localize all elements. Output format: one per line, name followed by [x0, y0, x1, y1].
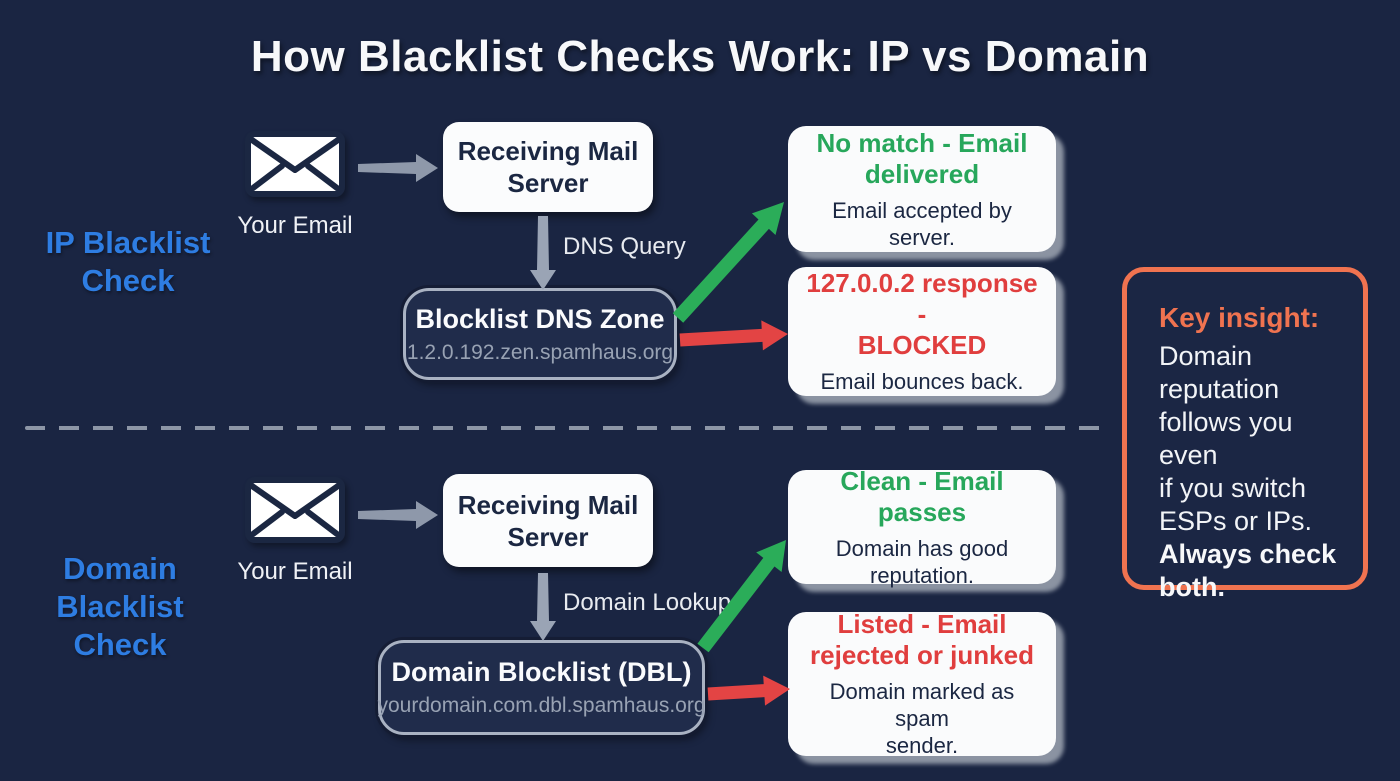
section-label-ip-blacklist-check: IP Blacklist Check: [45, 225, 211, 298]
outcome-title-listed: Listed - Email rejected or junked: [810, 609, 1034, 670]
outcome-card-listed: Listed - Email rejected or junked Domain…: [788, 609, 1056, 758]
outcome-title-blocked: 127.0.0.2 response - BLOCKED: [806, 268, 1038, 360]
blocklist-dns-zone-title: Blocklist DNS Zone: [415, 303, 665, 334]
outcome-title-delivered: No match - Email delivered: [816, 127, 1028, 189]
domain-blocklist-dbl-address: yourdomain.com.dbl.spamhaus.org: [377, 694, 706, 717]
arrow-zone-to-delivered-green: [672, 202, 784, 323]
dns-query-label: DNS Query: [563, 233, 686, 260]
receiving-mail-server-box-domain: Receiving Mail Server: [443, 474, 653, 567]
outcome-card-clean: Clean - Email passes Domain has good rep…: [788, 466, 1056, 588]
arrow-server-to-zone-ip: [530, 216, 556, 290]
your-email-source-domain: Your Email: [230, 477, 360, 586]
key-insight-heading: Key insight:: [1159, 302, 1320, 333]
blocklist-dns-zone-address: 1.2.0.192.zen.spamhaus.org: [406, 340, 674, 364]
key-insight-emphasis: Always check both.: [1159, 539, 1337, 602]
arrow-email-to-server-ip: [358, 154, 438, 182]
key-insight-panel: Key insight: Domain reputation follows y…: [1122, 267, 1368, 602]
arrow-zone-to-blocked-red: [679, 320, 788, 351]
section-label-domain-blacklist-check: Domain Blacklist Check: [56, 551, 184, 662]
arrow-email-to-server-domain: [358, 501, 438, 529]
domain-lookup-label: Domain Lookup: [563, 589, 732, 616]
section-divider-dashed-line: [25, 426, 1102, 430]
outcome-subtitle-clean: Domain has good reputation.: [835, 535, 1009, 588]
envelope-icon: [245, 477, 345, 547]
your-email-label: Your Email: [237, 212, 353, 239]
outcome-title-clean: Clean - Email passes: [840, 465, 1004, 527]
domain-blocklist-dbl-title: Domain Blocklist (DBL): [391, 657, 692, 687]
outcome-card-blocked: 127.0.0.2 response - BLOCKED Email bounc…: [788, 267, 1056, 396]
receiving-mail-server-box-ip: Receiving Mail Server: [443, 122, 653, 212]
page-title: How Blacklist Checks Work: IP vs Domain: [250, 32, 1150, 81]
envelope-icon: [245, 131, 345, 201]
outcome-card-email-delivered: No match - Email delivered Email accepte…: [788, 126, 1056, 252]
outcome-subtitle-delivered: Email accepted by server.: [832, 197, 1012, 250]
domain-blocklist-dbl-box: Domain Blocklist (DBL) yourdomain.com.db…: [377, 640, 706, 735]
your-email-label: Your Email: [237, 558, 353, 585]
key-insight-body: Domain reputation follows you even if yo…: [1159, 341, 1313, 536]
outcome-subtitle-blocked: Email bounces back.: [820, 369, 1024, 394]
your-email-source-ip: Your Email: [230, 131, 360, 240]
blocklist-dns-zone-box: Blocklist DNS Zone 1.2.0.192.zen.spamhau…: [403, 288, 677, 380]
arrow-server-to-dbl-domain: [530, 573, 556, 641]
outcome-subtitle-listed: Domain marked as spam sender.: [829, 679, 1015, 758]
arrow-dbl-to-listed-red: [707, 675, 790, 706]
